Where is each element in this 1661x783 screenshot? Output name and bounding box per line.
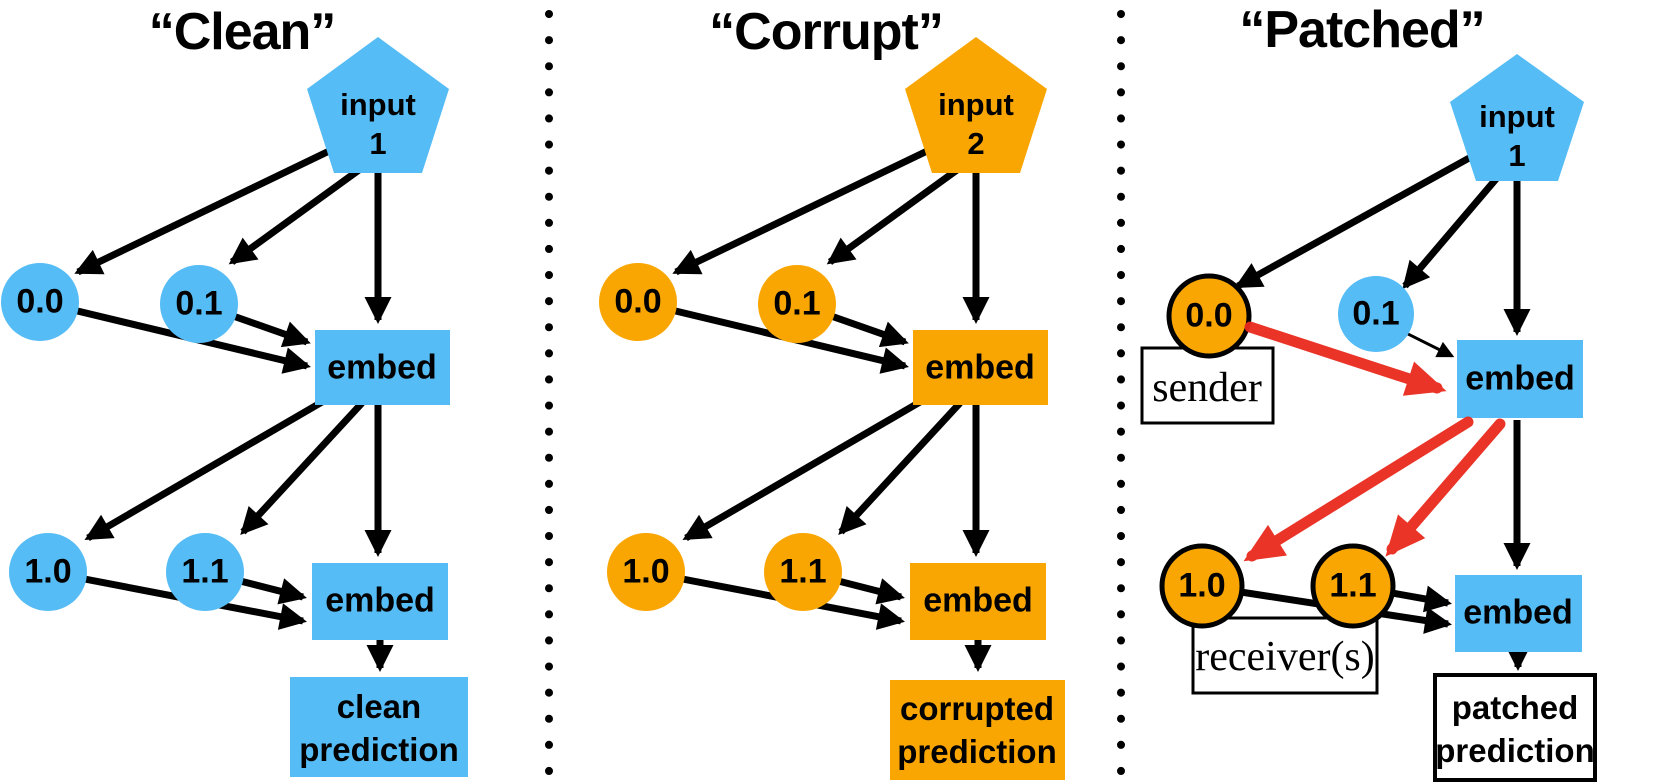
corrupt-prediction-line1: corrupted (899, 690, 1055, 727)
patched-arrow-input-to-00 (1234, 148, 1482, 290)
patched-prediction-line2: prediction (1435, 732, 1595, 769)
patched-node-01-circle (1338, 276, 1414, 352)
patched-input-label-line1: input (1479, 99, 1555, 134)
patched-embed-top-box (1457, 340, 1583, 418)
patched-input-pentagon (1450, 54, 1584, 181)
patched-node-10-label: 1.0 (1178, 566, 1226, 605)
clean-input-label-line2: 1 (369, 126, 387, 161)
corrupt-node-01-circle (758, 265, 836, 343)
corrupt-embed-bottom-box (910, 563, 1046, 640)
clean-node-00-circle (1, 263, 79, 341)
clean-embed-top-label: embed (327, 348, 437, 387)
patched-prediction-label: patched prediction (1435, 686, 1595, 772)
patched-receiver-label: receiver(s) (1195, 634, 1375, 680)
corrupt-arrow-embed-to-11 (838, 400, 963, 535)
patched-node-01-label: 0.1 (1352, 294, 1400, 333)
patched-red-arrow-embed-to-receiver-10 (1243, 416, 1474, 562)
corrupt-embed-bottom-label: embed (923, 581, 1033, 620)
clean-node-11-label: 1.1 (181, 552, 229, 591)
clean-panel-title: “Clean” (148, 3, 337, 61)
patched-node-00-sender-circle (1166, 273, 1252, 359)
patched-arrow-input-to-01 (1402, 169, 1505, 290)
clean-input-pentagon (307, 37, 449, 173)
clean-prediction-line2: prediction (299, 731, 459, 768)
corrupt-node-11-label: 1.1 (779, 552, 827, 591)
clean-prediction-label: clean prediction (299, 685, 459, 771)
corrupt-arrow-input-to-01 (826, 159, 971, 265)
patched-input-label-line2: 1 (1508, 138, 1526, 173)
corrupt-node-01-label: 0.1 (773, 284, 821, 323)
clean-node-00-label: 0.0 (16, 282, 64, 321)
corrupt-input-pentagon (905, 37, 1047, 173)
clean-input-label-line1: input (340, 87, 416, 122)
patched-node-11-label: 1.1 (1329, 566, 1377, 605)
corrupt-node-00-circle (599, 263, 677, 341)
patched-prediction-box (1433, 673, 1597, 782)
clean-node-01-circle (160, 265, 238, 343)
patched-red-arrow-sender-to-embed (1244, 321, 1447, 396)
patched-sender-label: sender (1152, 365, 1262, 411)
corrupt-arrow-00-to-embed (637, 298, 909, 374)
patched-input-label: input 1 (1479, 97, 1555, 175)
clean-arrow-input-to-00 (74, 136, 354, 276)
corrupt-embed-top-label: embed (925, 348, 1035, 387)
corrupt-panel (599, 37, 1065, 780)
corrupt-arrow-input-to-00 (672, 136, 952, 276)
clean-panel (1, 37, 468, 777)
patched-sender-label-box (1140, 346, 1275, 425)
clean-embed-top-box (315, 330, 450, 405)
corrupt-prediction-box (890, 680, 1065, 780)
clean-node-10-circle (9, 533, 87, 611)
patched-panel (1140, 54, 1597, 782)
clean-node-10-label: 1.0 (24, 552, 72, 591)
patched-node-00-label: 0.0 (1185, 296, 1233, 335)
corrupt-input-label-line1: input (938, 87, 1014, 122)
patched-embed-top-label: embed (1465, 359, 1575, 398)
patched-node-11-receiver-circle (1310, 543, 1396, 629)
corrupt-node-10-label: 1.0 (622, 552, 670, 591)
clean-arrow-00-to-embed (39, 298, 311, 374)
corrupt-input-label-line2: 2 (967, 126, 985, 161)
clean-prediction-box (290, 677, 468, 777)
clean-embed-bottom-label: embed (325, 581, 435, 620)
corrupt-arrow-embed-to-10 (682, 398, 922, 542)
corrupt-node-11-circle (764, 533, 842, 611)
clean-node-01-label: 0.1 (175, 284, 223, 323)
corrupt-prediction-label: corrupted prediction (897, 687, 1057, 773)
clean-prediction-line1: clean (336, 688, 422, 725)
corrupt-panel-title: “Corrupt” (709, 3, 944, 61)
clean-arrow-embed-to-11 (240, 400, 365, 535)
corrupt-node-10-circle (607, 533, 685, 611)
clean-arrow-embed-to-10 (84, 398, 324, 542)
patched-panel-title: “Patched” (1239, 1, 1485, 59)
clean-arrow-input-to-01 (228, 159, 373, 265)
clean-input-label: input 1 (340, 85, 416, 163)
clean-node-11-circle (166, 533, 244, 611)
patched-embed-bottom-label: embed (1463, 593, 1573, 632)
corrupt-node-00-label: 0.0 (614, 282, 662, 321)
patched-red-arrow-embed-to-receiver-11 (1385, 418, 1506, 557)
corrupt-embed-top-box (913, 330, 1048, 405)
corrupt-prediction-line2: prediction (897, 733, 1057, 770)
patched-node-10-receiver-circle (1159, 543, 1245, 629)
corrupt-input-label: input 2 (938, 85, 1014, 163)
clean-embed-bottom-box (312, 563, 448, 640)
patched-prediction-line1: patched (1451, 689, 1579, 726)
patched-receiver-label-box (1191, 616, 1379, 695)
patched-embed-bottom-box (1455, 575, 1582, 652)
